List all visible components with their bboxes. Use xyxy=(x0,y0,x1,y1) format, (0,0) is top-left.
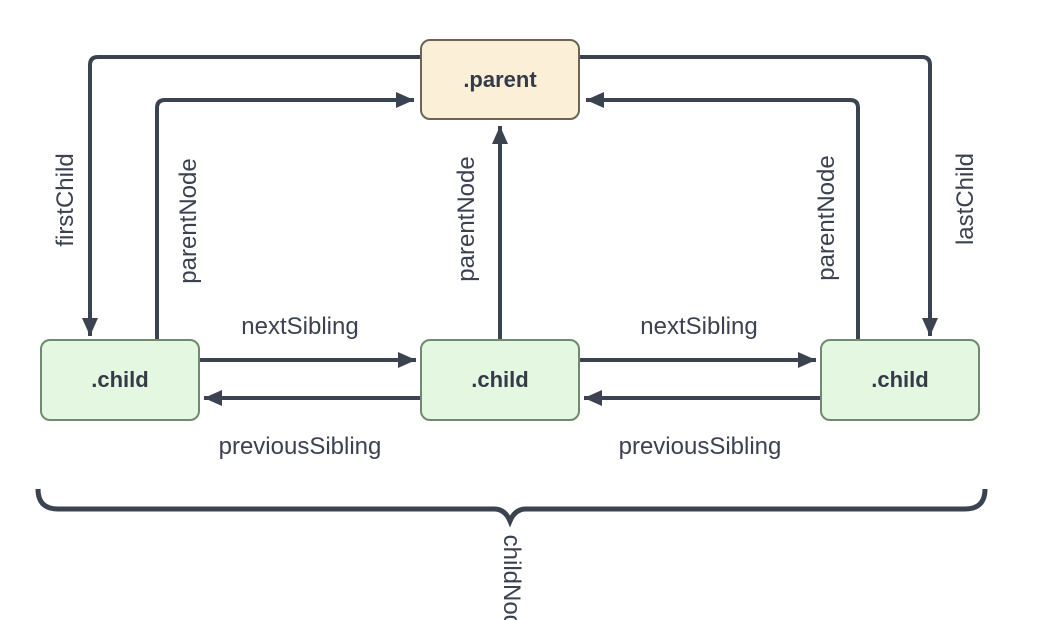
label-parentnode-middle: parentNode xyxy=(453,156,480,282)
edge-parentnode-right-arrow xyxy=(586,92,860,339)
node-parent: .parent xyxy=(420,39,580,120)
label-childnodes: childNodes xyxy=(498,534,525,620)
label-previoussibling-1: previousSibling xyxy=(218,433,382,460)
label-firstchild: firstChild xyxy=(52,153,79,247)
edge-parentnode-left-arrow xyxy=(155,92,414,339)
node-child-right: .child xyxy=(820,339,980,421)
label-previoussibling-2: previousSibling xyxy=(618,433,782,460)
edge-firstchild-arrow xyxy=(82,55,420,336)
label-nextsibling-2: nextSibling xyxy=(640,313,758,340)
label-parentnode-left: parentNode xyxy=(175,158,202,284)
edge-lastchild-arrow xyxy=(580,55,938,336)
label-lastchild: lastChild xyxy=(952,152,979,246)
node-child-left: .child xyxy=(40,339,200,421)
label-parentnode-right: parentNode xyxy=(813,155,840,281)
node-child-middle: .child xyxy=(420,339,580,421)
childnodes-brace xyxy=(35,488,988,528)
label-nextsibling-1: nextSibling xyxy=(241,313,359,340)
